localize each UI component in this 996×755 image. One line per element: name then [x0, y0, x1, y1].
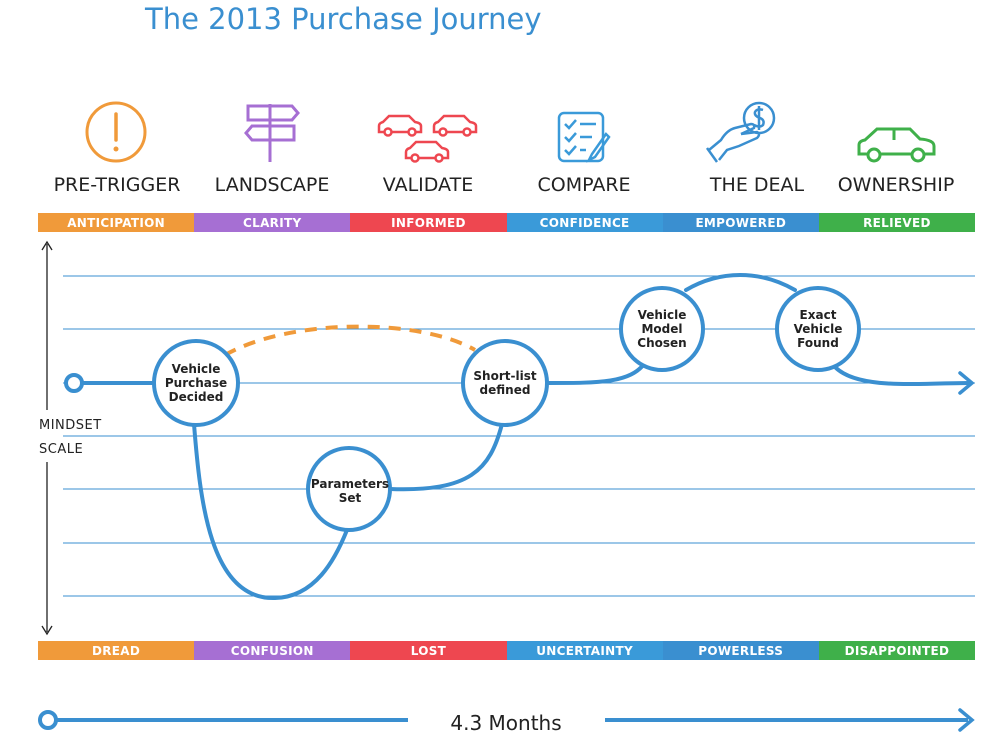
- node-exact-vehicle-found: [775, 286, 861, 372]
- node-vehicle-model-chosen: [619, 286, 705, 372]
- stage-label-pre-trigger: PRE-TRIGGER: [53, 174, 181, 196]
- emotion-uncertainty: UNCERTAINTY: [506, 641, 663, 660]
- emotion-empowered: EMPOWERED: [662, 213, 819, 232]
- emotion-relieved: RELIEVED: [818, 213, 976, 232]
- stage-label-landscape: LANDSCAPE: [214, 174, 330, 196]
- exclamation-circle-icon: [85, 101, 147, 163]
- emotion-lost: LOST: [350, 641, 507, 660]
- stage-label-the-deal: THE DEAL: [709, 174, 805, 196]
- stage-label-validate: VALIDATE: [382, 174, 474, 196]
- signpost-icon: [244, 104, 300, 162]
- emotion-powerless: POWERLESS: [662, 641, 819, 660]
- bottom-emotion-bar: DREAD CONFUSION LOST UNCERTAINTY POWERLE…: [38, 641, 976, 660]
- journey-arrowhead: [958, 371, 975, 395]
- emotion-anticipation: ANTICIPATION: [38, 213, 195, 232]
- car-icon: [857, 127, 936, 163]
- emotion-informed: INFORMED: [350, 213, 507, 232]
- emotion-confusion: CONFUSION: [194, 641, 351, 660]
- stage-label-ownership: OWNERSHIP: [837, 174, 955, 196]
- duration-label: 4.3 Months: [450, 711, 562, 735]
- emotion-clarity: CLARITY: [194, 213, 351, 232]
- timeline-start-dot: [38, 710, 58, 730]
- dashed-path: [224, 324, 477, 357]
- journey-start-dot: [64, 373, 84, 393]
- node-parameters-set: [306, 446, 392, 532]
- axis-label-scale: SCALE: [39, 442, 84, 457]
- mindset-axis: [41, 240, 53, 636]
- emotion-disappointed: DISAPPOINTED: [818, 641, 976, 660]
- top-emotion-bar: ANTICIPATION CLARITY INFORMED CONFIDENCE…: [38, 213, 976, 232]
- hand-money-icon: [705, 101, 776, 163]
- node-short-list-defined: [461, 339, 549, 427]
- journey-path: [80, 273, 972, 601]
- timeline-arrowhead: [958, 708, 975, 732]
- checklist-icon: [557, 111, 611, 163]
- emotion-dread: DREAD: [38, 641, 195, 660]
- timeline: [38, 708, 975, 732]
- page-title: The 2013 Purchase Journey: [145, 2, 542, 36]
- node-vehicle-purchase-decided: [152, 339, 240, 427]
- cars-icon: [377, 114, 478, 163]
- axis-label-mindset: MINDSET: [39, 418, 102, 433]
- stage-label-compare: COMPARE: [537, 174, 631, 196]
- emotion-confidence: CONFIDENCE: [506, 213, 663, 232]
